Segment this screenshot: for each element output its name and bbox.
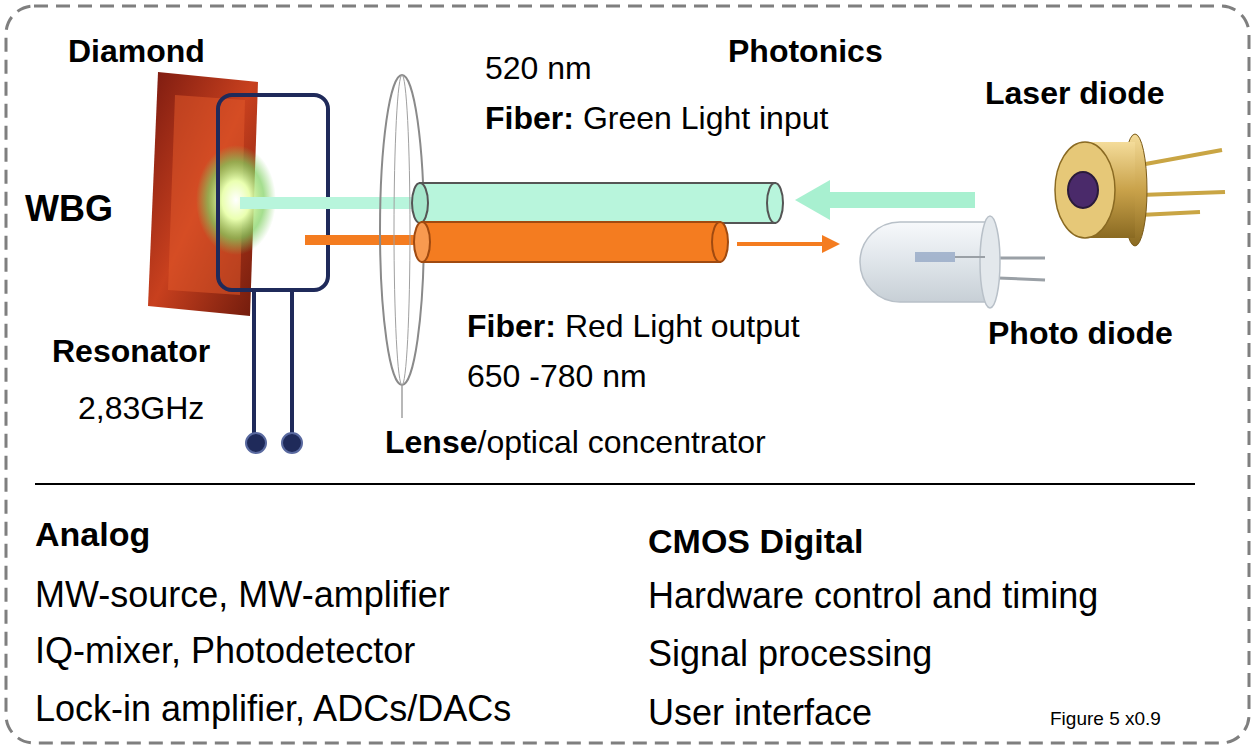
component-list-item: MW-source, MW-amplifier (35, 574, 450, 615)
frequency-label: 2,83GHz (78, 390, 204, 427)
resonator-loop (218, 95, 328, 453)
section-heading: Diamond (68, 33, 205, 70)
photo-diode-picture (860, 216, 1045, 308)
light-beams (240, 203, 424, 240)
section-heading: Analog (35, 515, 150, 554)
wavelength-label: 520 nm (485, 50, 592, 87)
green-arrow (795, 180, 975, 220)
section-heading: CMOS Digital (648, 522, 863, 561)
figure-note: Figure 5 x0.9 (1050, 708, 1161, 730)
function-list-item: Hardware control and timing (648, 575, 1098, 616)
fiber-description: Red Light output (565, 308, 800, 345)
function-list-item: Signal processing (648, 633, 932, 674)
section-heading: Photonics (728, 33, 883, 70)
component-list-item: Lock-in amplifier, ADCs/DACs (35, 688, 511, 729)
part-description: /optical concentrator (477, 424, 765, 461)
part-name: Lense (385, 424, 477, 461)
part-name: Fiber: (467, 308, 556, 345)
part-name: Photo diode (988, 315, 1173, 352)
fiber-description: Green Light input (583, 100, 829, 137)
function-list-item: User interface (648, 692, 872, 733)
part-name: Resonator (52, 333, 210, 370)
red-fiber (414, 222, 728, 262)
wavelength-label: 650 -780 nm (467, 358, 647, 395)
part-name: Laser diode (985, 75, 1165, 112)
part-name: WBG (25, 188, 113, 229)
diamond-crystal (148, 72, 276, 316)
orange-arrow (737, 235, 840, 253)
component-list-item: IQ-mixer, Photodetector (35, 630, 415, 671)
green-fiber (412, 183, 783, 223)
part-name: Fiber: (485, 100, 574, 137)
divider-line (35, 483, 1195, 485)
dashed-frame (6, 6, 1249, 743)
laser-diode-picture (1055, 134, 1225, 246)
